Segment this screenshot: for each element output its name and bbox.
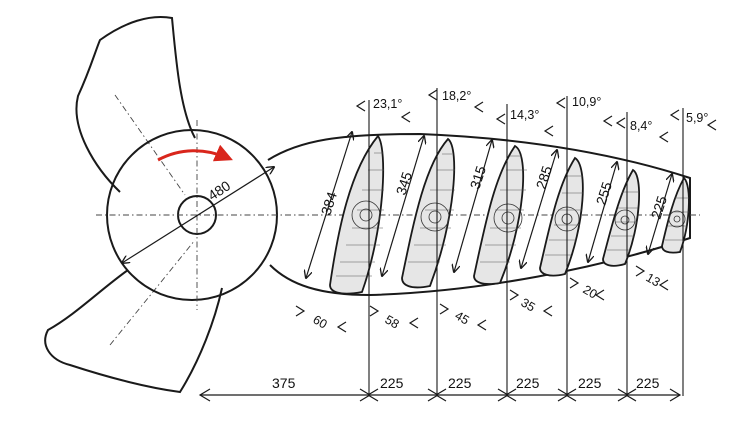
- upper-blade: [75, 16, 196, 193]
- spacing-label-4: 225: [516, 375, 540, 391]
- twist-label-5: 8,4°: [630, 119, 652, 133]
- twist-label-4: 10,9°: [572, 95, 601, 109]
- chord-label-3: 315: [467, 164, 490, 191]
- thickness-label-4: 35: [519, 295, 538, 314]
- spacing-label-5: 225: [578, 375, 602, 391]
- spacing-label-3: 225: [448, 375, 472, 391]
- twist-label-6: 5,9°: [686, 111, 708, 125]
- twist-label-2: 18,2°: [442, 89, 471, 103]
- diameter-arrow: [122, 167, 274, 263]
- twist-label-1: 23,1°: [373, 97, 402, 111]
- chord-label-6: 225: [648, 194, 671, 221]
- chord-label-2: 345: [393, 170, 416, 197]
- chord-label-4: 285: [533, 164, 556, 191]
- spacing-label-2: 225: [380, 375, 404, 391]
- thickness-label-5: 20: [581, 282, 600, 301]
- chord-label-5: 255: [593, 180, 616, 207]
- lower-blade: [44, 269, 223, 394]
- rotation-arrow: [157, 144, 233, 162]
- chord-label-1: 384: [318, 190, 341, 217]
- thickness-label-2: 58: [383, 312, 402, 331]
- blade-section-1: [329, 134, 385, 295]
- spacing-label-1: 375: [272, 375, 296, 391]
- thickness-label-1: 60: [311, 312, 330, 331]
- spacing-label-6: 225: [636, 375, 660, 391]
- thickness-label-3: 45: [453, 308, 472, 327]
- twist-label-3: 14,3°: [510, 108, 539, 122]
- thickness-label-6: 13: [644, 270, 663, 289]
- blade-section-2: [401, 137, 456, 289]
